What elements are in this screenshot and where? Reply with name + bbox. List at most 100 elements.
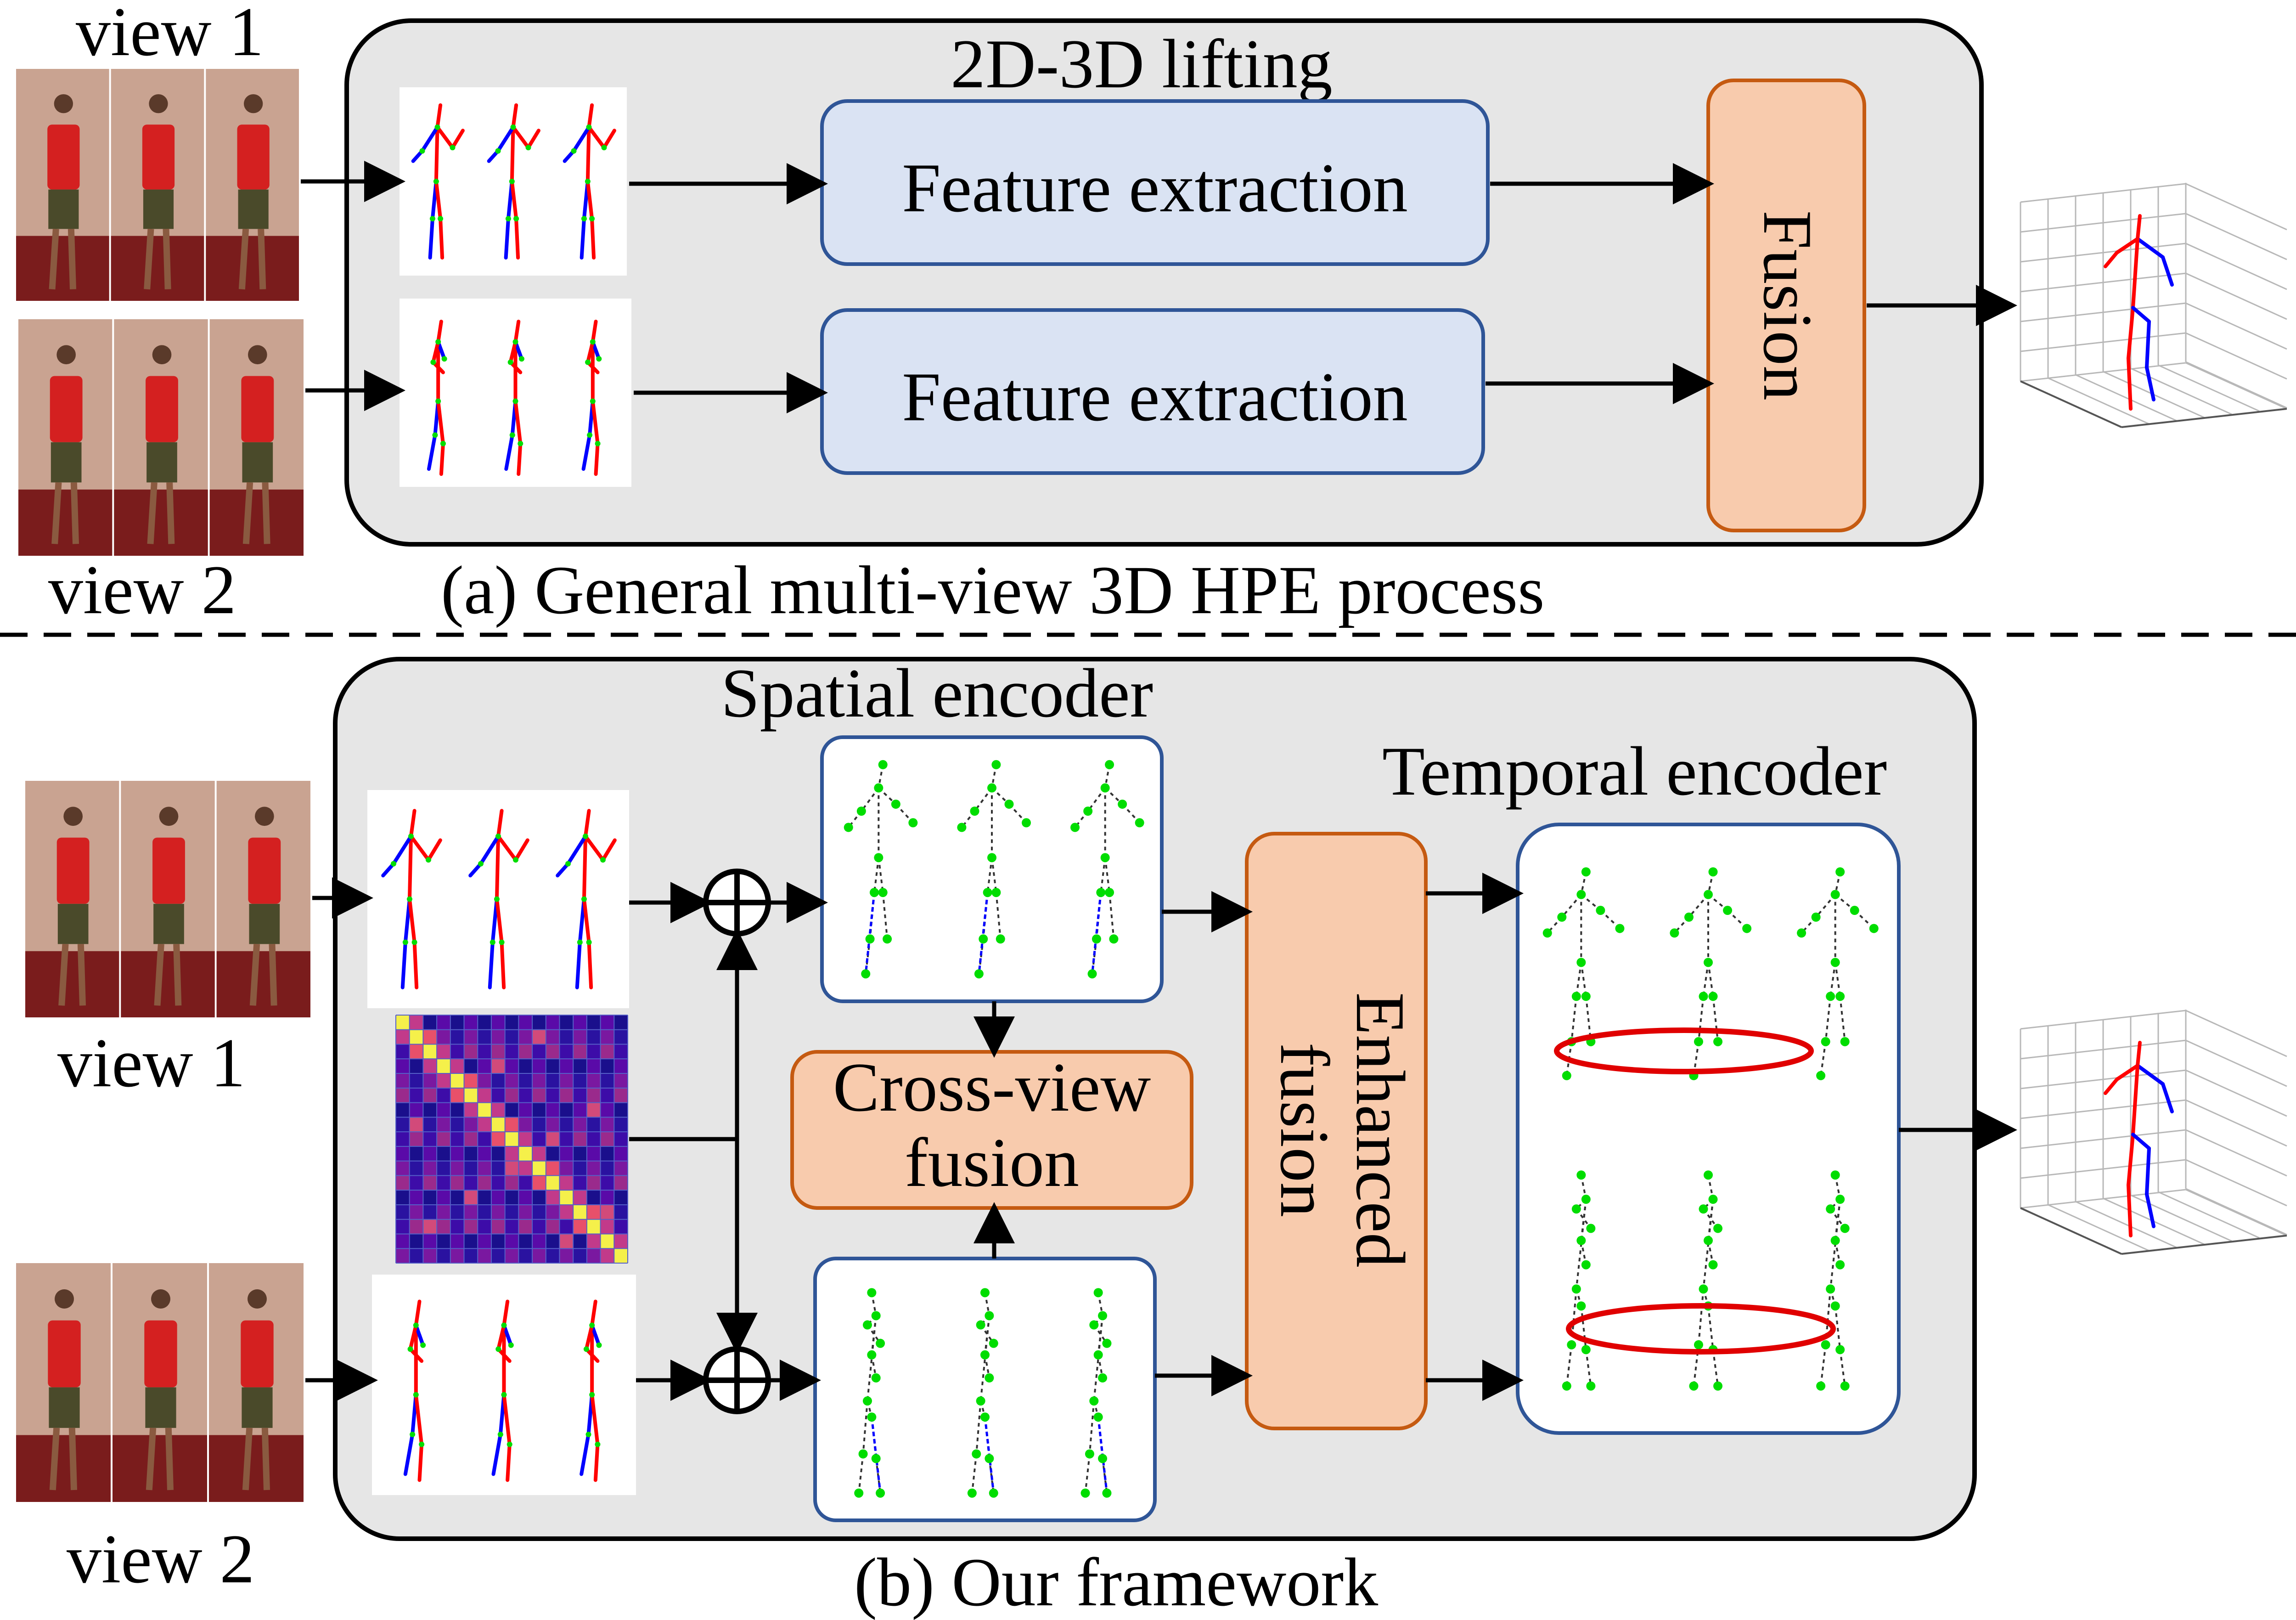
heatmap-cell (478, 1219, 492, 1234)
skeleton-joint (1615, 924, 1625, 933)
photo-head (151, 1289, 170, 1309)
skeleton-limb (513, 399, 523, 446)
skeleton-joint (402, 939, 408, 945)
heatmap-cell (559, 1102, 574, 1118)
skeleton-link (1109, 892, 1115, 939)
heatmap-cell (546, 1059, 560, 1074)
skeleton-link-blue (864, 892, 876, 974)
heatmap-cell (423, 1029, 437, 1045)
heatmap-cell (600, 1015, 614, 1030)
heatmap-cell (559, 1029, 574, 1045)
heatmap-cell (532, 1219, 546, 1234)
heatmap-cell (573, 1102, 587, 1118)
heatmap-cell (450, 1073, 465, 1089)
heatmap-cell (423, 1161, 437, 1176)
skeleton-joint (1830, 1236, 1840, 1245)
skeleton-limb (407, 834, 413, 901)
heatmap-cell (505, 1117, 519, 1132)
heatmap-cell (478, 1234, 492, 1249)
skeleton-limb (591, 320, 598, 344)
heatmap-cell (478, 1044, 492, 1059)
photo-shorts (143, 189, 174, 229)
feature-extraction-label-1: Feature extraction (902, 149, 1407, 226)
heatmap-cell (478, 1190, 492, 1205)
skeleton-joint (413, 1392, 419, 1398)
skeleton-joint (601, 145, 607, 151)
skeleton-joint (495, 148, 501, 154)
spatial-encoder-box-view1 (820, 735, 1164, 1003)
axis-line (2020, 380, 2122, 428)
photo-torso (48, 1320, 81, 1388)
skeleton-limb (587, 940, 593, 989)
skeleton-limb (412, 940, 419, 989)
spatial-encoder-skeletons-view1 (844, 760, 1144, 979)
heatmap-cell (491, 1175, 506, 1191)
skeleton-joint (976, 1320, 985, 1330)
skeleton-joint (1080, 1488, 1090, 1498)
skeleton-joint (876, 1488, 885, 1498)
heatmap-cell (573, 1132, 587, 1147)
heatmap-cell (505, 1132, 519, 1147)
photo-leg (261, 1428, 270, 1490)
skeleton-link (1580, 962, 1587, 997)
heatmap-cell (600, 1204, 614, 1220)
heatmap-cell (614, 1073, 628, 1089)
skeleton-limb (439, 441, 445, 476)
heatmap-cell (464, 1175, 478, 1191)
skeleton-link (861, 787, 879, 812)
axis-line (2020, 1207, 2122, 1255)
heatmap-cell (559, 1161, 574, 1176)
grid-line (2185, 1099, 2287, 1147)
spatial-encoder-skeletons-view2 (854, 1288, 1112, 1498)
skeleton-joint (518, 356, 524, 362)
heatmap-cell (396, 1015, 410, 1030)
skeleton-joint (1850, 906, 1859, 915)
skeleton-joint (407, 1346, 413, 1352)
photo-head (248, 1289, 267, 1309)
photo-shorts (153, 903, 184, 944)
add-node-top (703, 869, 771, 937)
pose3d-limb (2104, 1078, 2119, 1095)
photo-floor (114, 489, 208, 556)
skeleton-joint (510, 124, 516, 130)
skeleton-limb (590, 1393, 600, 1446)
skeleton-joint (1118, 799, 1127, 809)
skeleton-limb (434, 180, 443, 221)
skeleton-joint (1704, 890, 1713, 899)
skeleton-limb (427, 838, 442, 862)
skeleton-joint (1830, 958, 1840, 967)
skeleton-limb (491, 1433, 502, 1476)
pose3d-limb (2161, 255, 2174, 287)
skeleton-limb (593, 1442, 600, 1482)
heatmap-cell (423, 1117, 437, 1132)
skeleton-limb (585, 125, 591, 183)
photo-floor (216, 951, 310, 1017)
skeleton-limb (495, 897, 504, 944)
heatmap-cell (546, 1219, 560, 1234)
heatmap-cell (409, 1248, 423, 1264)
skeleton-limb (409, 834, 430, 862)
skeleton-joint (507, 359, 513, 365)
photo-floor (16, 1435, 111, 1502)
skeleton-joint (499, 939, 505, 945)
heatmap-cell (478, 1204, 492, 1220)
heatmap-cell (505, 1073, 519, 1089)
heatmap-cell (573, 1044, 587, 1059)
skeleton-link (1712, 996, 1719, 1042)
skeleton-limb (514, 838, 529, 862)
skeleton-joint (585, 359, 591, 365)
photo-leg (238, 229, 249, 290)
heatmap-cell (559, 1059, 574, 1074)
skeleton-joint (1811, 912, 1821, 922)
heatmap-cell (559, 1088, 574, 1103)
photo-leg (147, 482, 158, 544)
heatmap-cell (450, 1219, 465, 1234)
heatmap-cell (450, 1029, 465, 1045)
skeleton-joint (980, 1288, 990, 1298)
skeleton-limb (500, 940, 506, 989)
photo-torso (146, 376, 178, 442)
skeleton-limb (601, 838, 617, 862)
heatmap-cell (478, 1146, 492, 1162)
photo-torso (152, 837, 185, 904)
